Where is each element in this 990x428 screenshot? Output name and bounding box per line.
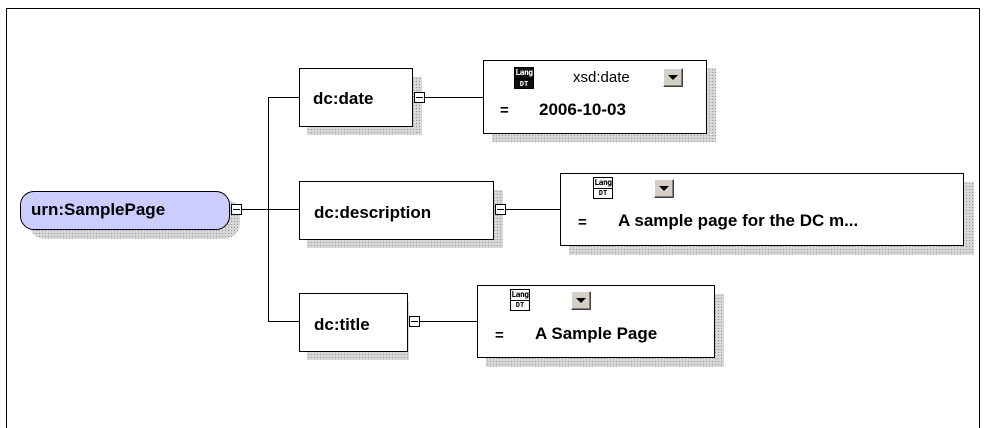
description-collapse-icon[interactable] [495,204,506,215]
rdf-diagram-canvas: urn:SamplePage dc:date Lang DT xsd:date … [6,8,980,428]
diagram-frame [6,8,980,428]
lang-datatype-icon[interactable]: Lang DT [510,289,530,311]
connector-root-to-trunk [240,209,269,210]
value-box-date[interactable]: Lang DT xsd:date = 2006-10-03 [483,60,707,134]
property-node-description[interactable]: dc:description [299,181,494,240]
literal-value[interactable]: A sample page for the DC m... [618,211,859,230]
property-node-date[interactable]: dc:date [299,68,413,127]
root-node-label: urn:SamplePage [31,200,166,219]
connector-description-to-value [505,209,560,210]
connector-title-to-value [420,321,477,322]
literal-value[interactable]: 2006-10-03 [539,100,626,119]
property-node-title[interactable]: dc:title [299,293,408,352]
datatype-dropdown-arrow-icon[interactable] [571,291,591,310]
date-collapse-icon[interactable] [414,92,425,103]
equals-sign: = [500,102,509,119]
property-description-label: dc:description [314,203,432,222]
title-collapse-icon[interactable] [409,316,420,327]
connector-trunk-to-title [268,321,300,322]
datatype-dropdown-arrow-icon[interactable] [663,68,683,87]
lang-datatype-icon[interactable]: Lang DT [514,67,534,89]
datatype-label: xsd:date [573,69,630,86]
root-collapse-icon[interactable] [231,204,242,215]
connector-date-to-value [425,97,483,98]
equals-sign: = [495,327,504,344]
property-date-label: dc:date [313,89,374,108]
property-title-label: dc:title [314,315,370,334]
value-box-title[interactable]: Lang DT = A Sample Page [477,285,715,358]
lang-datatype-icon[interactable]: Lang DT [593,177,613,199]
datatype-dropdown-arrow-icon[interactable] [654,179,674,198]
connector-trunk-to-date [268,97,300,98]
connector-trunk-to-description [268,209,300,210]
root-node[interactable]: urn:SamplePage [20,191,230,230]
value-box-description[interactable]: Lang DT = A sample page for the DC m... [560,173,964,246]
literal-value[interactable]: A Sample Page [535,324,658,343]
equals-sign: = [578,214,587,231]
